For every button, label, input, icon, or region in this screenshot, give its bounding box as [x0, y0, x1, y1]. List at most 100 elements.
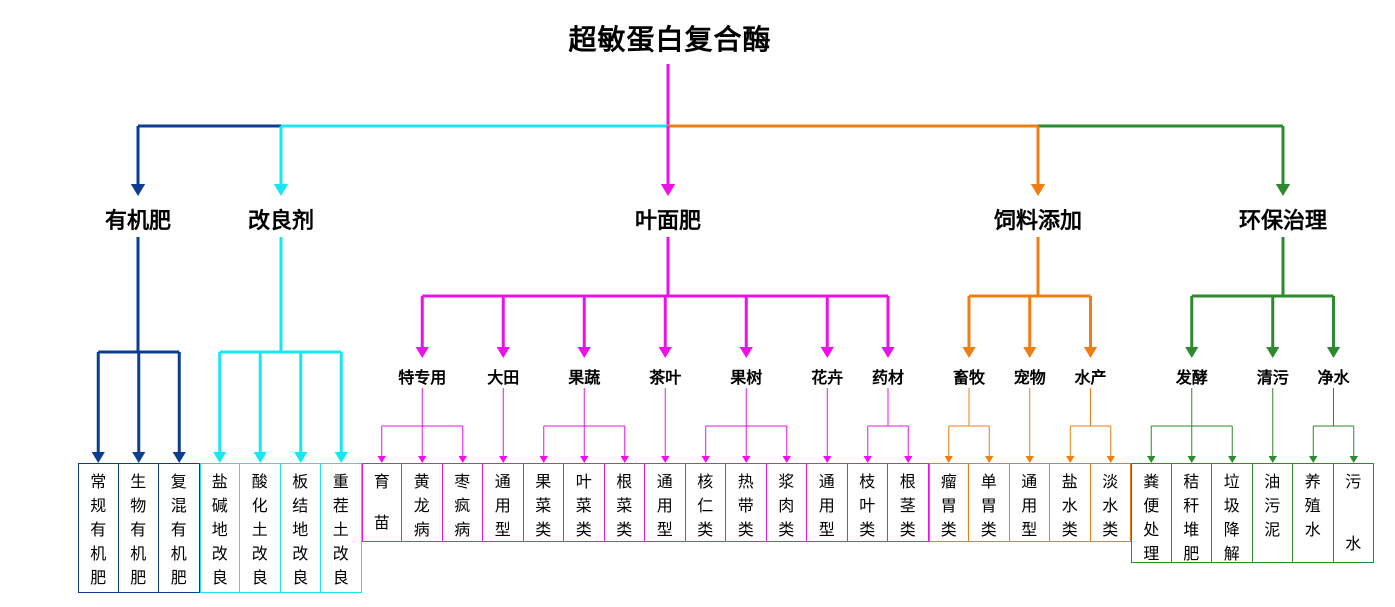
subcategory-arrow — [496, 347, 510, 358]
leaf-char: 根 — [616, 472, 633, 491]
leaf-arrow — [91, 452, 105, 463]
leaf-box: 秸秆堆肥 — [1171, 463, 1212, 563]
leaf-char: 肉 — [778, 496, 795, 515]
leaf-box: 根茎类 — [888, 463, 929, 542]
leaf-char: 核 — [697, 472, 714, 491]
leaf-char: 解 — [1223, 544, 1240, 563]
leaf-char: 圾 — [1223, 496, 1240, 515]
leaf-char: 有 — [90, 520, 107, 539]
leaf-char: 土 — [332, 520, 349, 539]
leaf-char: 叶 — [859, 496, 876, 515]
leaf-arrow — [1147, 456, 1156, 463]
leaf-arrow — [213, 452, 227, 463]
leaf-char: 有 — [130, 520, 147, 539]
leaf-char: 用 — [818, 496, 835, 515]
leaf-char: 肥 — [130, 568, 147, 587]
leaf-char: 水 — [1061, 496, 1078, 515]
leaf-arrow — [904, 456, 913, 463]
leaf-char: 酸 — [251, 472, 268, 491]
category-feed-additive: 饲料添加 — [993, 209, 1083, 234]
leaf-arrow — [253, 452, 267, 463]
subcategory-arrow — [1326, 347, 1341, 358]
leaf-char: 重 — [332, 472, 349, 491]
leaf-char: 处 — [1143, 520, 1160, 539]
leaf-box: 浆肉类 — [766, 463, 807, 542]
leaf-box: 育苗 — [361, 463, 402, 542]
leaf-char: 秆 — [1183, 496, 1200, 515]
leaf-char: 类 — [1102, 520, 1119, 539]
leaf-box: 垃圾降解 — [1212, 463, 1253, 563]
leaf-box: 通用型 — [483, 463, 524, 542]
subcategory-arrow — [962, 347, 976, 358]
leaf-arrow — [701, 456, 710, 463]
subcategory-label: 清污 — [1256, 368, 1289, 387]
leaf-char: 通 — [1021, 472, 1038, 491]
category-arrow — [1275, 184, 1291, 196]
leaf-box: 盐水类 — [1050, 463, 1091, 542]
leaf-char: 类 — [535, 520, 552, 539]
category-arrow — [273, 184, 289, 196]
leaf-char: 胃 — [980, 496, 997, 515]
leaf-box: 热带类 — [726, 463, 767, 542]
leaf-arrow — [944, 456, 953, 463]
leaf-char: 化 — [251, 496, 268, 515]
leaf-char: 枣 — [454, 472, 471, 491]
leaf-char: 龙 — [413, 496, 430, 515]
leaf-box: 核仁类 — [685, 463, 726, 542]
leaf-arrow — [1025, 456, 1034, 463]
leaf-char: 通 — [494, 472, 511, 491]
leaf-char: 养 — [1304, 472, 1321, 491]
leaf-char: 茬 — [332, 496, 349, 515]
leaf-char: 胃 — [940, 496, 957, 515]
leaf-char: 类 — [575, 520, 592, 539]
leaf-char: 堆 — [1183, 520, 1200, 539]
leaf-box: 板结地改良 — [280, 463, 321, 593]
leaf-arrow — [863, 456, 872, 463]
category-environmental: 环保治理 — [1238, 209, 1328, 234]
leaf-char: 良 — [332, 568, 349, 587]
leaf-char: 菜 — [616, 496, 633, 515]
leaf-char: 机 — [130, 544, 147, 563]
leaf-char: 果 — [535, 472, 552, 491]
leaf-box: 养殖水 — [1293, 463, 1334, 563]
leaf-box: 枝叶类 — [847, 463, 888, 542]
leaf-char: 用 — [656, 496, 673, 515]
leaf-arrow — [539, 456, 548, 463]
leaf-char: 叶 — [575, 472, 592, 491]
subcategory-arrow — [1266, 347, 1280, 358]
leaf-box: 果菜类 — [523, 463, 564, 542]
leaf-char: 有 — [170, 520, 187, 539]
leaf-arrow — [418, 456, 427, 463]
leaf-char: 浆 — [778, 472, 795, 491]
leaf-char: 型 — [1021, 520, 1038, 539]
leaf-char: 碱 — [211, 496, 228, 515]
leaf-char: 复 — [170, 472, 187, 491]
leaf-arrow — [661, 456, 670, 463]
leaf-char: 型 — [818, 520, 835, 539]
subcategory-arrow — [1185, 347, 1199, 358]
leaf-arrow — [1228, 456, 1237, 463]
leaf-char: 结 — [292, 496, 309, 515]
leaf-char: 混 — [170, 496, 187, 515]
leaf-char: 良 — [251, 568, 268, 587]
subcategory-label: 大田 — [487, 368, 520, 387]
leaf-char: 育 — [373, 472, 390, 491]
leaf-char: 仁 — [697, 496, 714, 515]
leaf-char: 用 — [494, 496, 511, 515]
leaf-char: 理 — [1143, 544, 1160, 563]
category-organic-fertilizer: 有机肥 — [104, 209, 172, 234]
leaf-arrow — [499, 456, 508, 463]
leaf-char: 泥 — [1264, 520, 1281, 539]
leaf-box: 枣疯病 — [442, 463, 483, 542]
subcategory-arrow — [577, 347, 591, 358]
category-soil-amendment: 改良剂 — [247, 209, 315, 234]
leaf-char: 水 — [1345, 534, 1362, 553]
leaf-box: 叶菜类 — [564, 463, 605, 542]
leaf-arrow — [458, 456, 467, 463]
leaf-box: 黄龙病 — [402, 463, 443, 542]
leaf-char: 用 — [1021, 496, 1038, 515]
subcategory-arrow — [1023, 347, 1037, 358]
leaf-box: 常规有机肥 — [78, 463, 119, 593]
leaf-char: 土 — [251, 520, 268, 539]
leaf-char: 淡 — [1102, 472, 1119, 491]
